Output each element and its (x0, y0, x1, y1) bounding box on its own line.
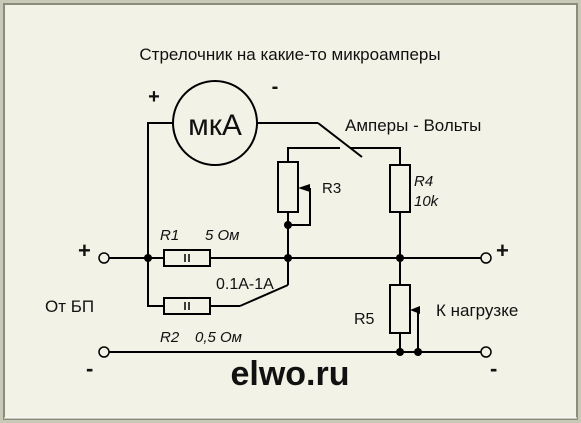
switch-label: Амперы - Вольты (345, 116, 481, 135)
junction-dot (414, 348, 422, 356)
r4-value: 10k (414, 193, 440, 210)
resistor-r2 (163, 297, 211, 315)
terminal-minus-left-label: - (86, 356, 93, 381)
r5-wiper-arrow (410, 306, 420, 314)
terminal-minus-right-label: - (490, 356, 497, 381)
meter-minus-label: - (272, 76, 279, 98)
range-switch-label: 0.1А-1А (216, 276, 274, 293)
r4-name: R4 (414, 173, 433, 190)
source-label: От БП (45, 297, 94, 316)
junction-dot (284, 221, 292, 229)
r3-name: R3 (322, 180, 341, 197)
resistor-r5 (389, 284, 411, 334)
load-label: К нагрузке (436, 301, 518, 320)
terminal-source-plus (98, 252, 110, 264)
r3-wiper-arrow (298, 184, 310, 192)
junction-dot (396, 254, 404, 262)
junction-dot (284, 254, 292, 262)
terminal-plus-right-label: + (496, 238, 509, 263)
junction-dot (144, 254, 152, 262)
r1-value: 5 Ом (205, 227, 239, 244)
junction-dot (396, 348, 404, 356)
resistor-r4 (389, 164, 411, 213)
resistor-r1 (163, 249, 211, 267)
resistor-r3 (277, 161, 299, 213)
watermark: elwo.ru (230, 355, 349, 393)
diagram-title: Стрелочник на какие-то микроамперы (139, 45, 440, 64)
meter-plus-label: + (148, 86, 160, 108)
terminal-plus-left-label: + (78, 238, 91, 263)
terminal-load-minus (480, 346, 492, 358)
meter-label: мкА (188, 109, 242, 142)
r2-value: 0,5 Ом (195, 329, 242, 346)
r5-name: R5 (354, 311, 375, 328)
terminal-load-plus (480, 252, 492, 264)
r1-name: R1 (160, 227, 179, 244)
r2-name: R2 (160, 329, 180, 346)
terminal-source-minus (98, 346, 110, 358)
